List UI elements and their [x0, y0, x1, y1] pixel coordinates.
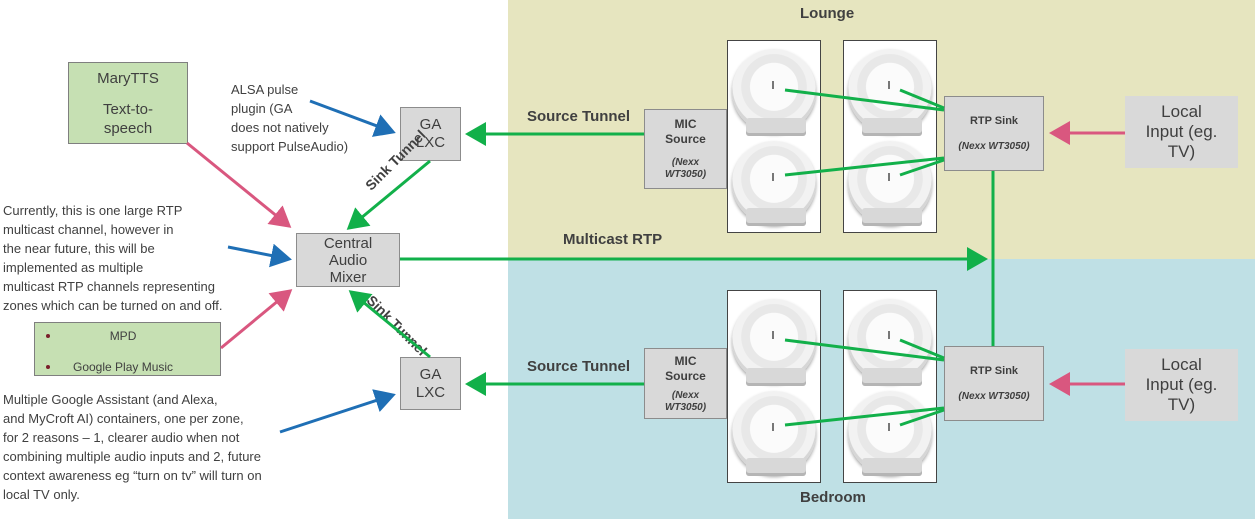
- ga-lxc-top-line2: LXC: [415, 134, 446, 151]
- containers-note-line: combining multiple audio inputs and 2, f…: [3, 449, 261, 464]
- local-input-bedroom-line1: Local: [1161, 355, 1202, 374]
- local-input-bedroom-line2: Input (eg.: [1145, 375, 1218, 394]
- marytts-subtitle-1: Text-to-: [102, 100, 153, 118]
- bedroom-speaker-panel-right: [843, 290, 937, 483]
- lounge-zone-title: Lounge: [800, 5, 855, 22]
- local-input-bedroom-line3: TV): [1167, 395, 1196, 414]
- rtp-sink-lounge-box[interactable]: RTP Sink (Nexx WT3050): [944, 96, 1044, 171]
- marytts-box[interactable]: MaryTTS Text-to- speech: [68, 62, 188, 144]
- mic-source-lounge-line1: MIC: [674, 117, 697, 131]
- alsa-note-line: support PulseAudio): [231, 139, 349, 154]
- mixer-line3: Mixer: [329, 268, 367, 286]
- containers-note-line: context awareness eg “turn on tv” will t…: [3, 468, 262, 483]
- music-sources-arrow: [220, 289, 293, 350]
- speaker-mount-icon: [746, 118, 806, 136]
- multicast-note: Currently, this is one large RTP multica…: [3, 201, 222, 315]
- ga-lxc-top-box[interactable]: GA LXC: [400, 107, 461, 161]
- speaker-mount-icon: [862, 368, 922, 386]
- multicast-note-line: multicast RTP channels representing: [3, 279, 215, 294]
- central-audio-mixer-box[interactable]: Central Audio Mixer: [296, 233, 400, 287]
- source-item-mpd: MPD: [35, 326, 173, 357]
- speaker-mount-icon: [862, 118, 922, 136]
- alsa-note-line: plugin (GA: [231, 101, 293, 116]
- alsa-note: ALSA pulse plugin (GA does not natively …: [231, 80, 348, 156]
- source-tunnel-bottom-label: Source Tunnel: [527, 358, 631, 375]
- alsa-note-line: does not natively: [231, 120, 329, 135]
- mic-source-bedroom-box[interactable]: MIC Source (Nexx WT3050): [644, 348, 727, 419]
- bedroom-zone-title: Bedroom: [800, 489, 866, 506]
- rtp-sink-bedroom-model: (Nexx WT3050): [958, 390, 1030, 402]
- rtp-sink-bedroom-box[interactable]: RTP Sink (Nexx WT3050): [944, 346, 1044, 421]
- mic-source-bedroom-line1: MIC: [674, 353, 697, 368]
- multicast-note-line: the near future, this will be: [3, 241, 155, 256]
- speaker-mount-icon: [746, 368, 806, 386]
- containers-note-arrow: [279, 389, 396, 434]
- rtp-sink-lounge-model: (Nexx WT3050): [958, 140, 1030, 152]
- marytts-subtitle-2: speech: [103, 119, 153, 137]
- multicast-note-line: multicast channel, however in: [3, 222, 174, 237]
- speaker-mount-icon: [862, 458, 922, 476]
- local-input-lounge-line3: TV): [1167, 142, 1196, 161]
- speaker-mount-icon: [862, 208, 922, 226]
- mic-source-bedroom-line2: Source: [665, 368, 706, 383]
- ga-lxc-bottom-box[interactable]: GA LXC: [400, 357, 461, 410]
- ga-lxc-bottom-line2: LXC: [415, 383, 446, 401]
- mic-source-lounge-line2: Source: [665, 132, 706, 146]
- music-sources-box[interactable]: MPD Google Play Music: [34, 322, 221, 376]
- local-input-bedroom-box[interactable]: Local Input (eg. TV): [1125, 349, 1238, 421]
- mic-source-lounge-model: (Nexx WT3050): [664, 157, 707, 180]
- containers-note-line: for 2 reasons – 1, clearer audio when no…: [3, 430, 240, 445]
- source-tunnel-top-label: Source Tunnel: [527, 108, 631, 125]
- containers-note-line: Multiple Google Assistant (and Alexa,: [3, 392, 218, 407]
- local-input-lounge-line1: Local: [1161, 102, 1202, 121]
- multicast-note-line: zones which can be turned on and off.: [3, 298, 223, 313]
- marytts-title: MaryTTS: [97, 69, 159, 87]
- mic-source-lounge-box[interactable]: MIC Source (Nexx WT3050): [644, 109, 727, 189]
- rtp-sink-bedroom-title: RTP Sink: [969, 364, 1019, 377]
- containers-note-line: and MyCroft AI) containers, one per zone…: [3, 411, 244, 426]
- containers-note-line: local TV only.: [3, 487, 80, 502]
- source-item-google-play-music: Google Play Music: [35, 357, 173, 388]
- local-input-lounge-line2: Input (eg.: [1145, 122, 1218, 141]
- multicast-note-line: Currently, this is one large RTP: [3, 203, 183, 218]
- bedroom-speaker-panel-left: [727, 290, 821, 483]
- speaker-mount-icon: [746, 458, 806, 476]
- music-sources-list: MPD Google Play Music: [35, 326, 173, 388]
- alsa-note-line: ALSA pulse: [231, 82, 299, 97]
- mic-source-bedroom-model: (Nexx WT3050): [664, 389, 707, 413]
- speaker-mount-icon: [746, 208, 806, 226]
- multicast-note-arrow: [227, 243, 292, 268]
- ga-lxc-bottom-line1: GA: [419, 365, 442, 383]
- lounge-speaker-panel-left: [727, 40, 821, 233]
- local-input-lounge-box[interactable]: Local Input (eg. TV): [1125, 96, 1238, 168]
- sink-tunnel-bottom-label: Sink Tunnel: [363, 292, 431, 359]
- mixer-line2: Audio: [328, 251, 368, 269]
- lounge-speaker-panel-right: [843, 40, 937, 233]
- rtp-sink-lounge-title: RTP Sink: [969, 114, 1019, 127]
- mixer-line1: Central: [323, 234, 373, 252]
- multicast-rtp-label: Multicast RTP: [563, 231, 663, 248]
- multicast-note-line: implemented as multiple: [3, 260, 144, 275]
- containers-note: Multiple Google Assistant (and Alexa, an…: [3, 390, 262, 504]
- ga-lxc-top-line1: GA: [419, 116, 442, 133]
